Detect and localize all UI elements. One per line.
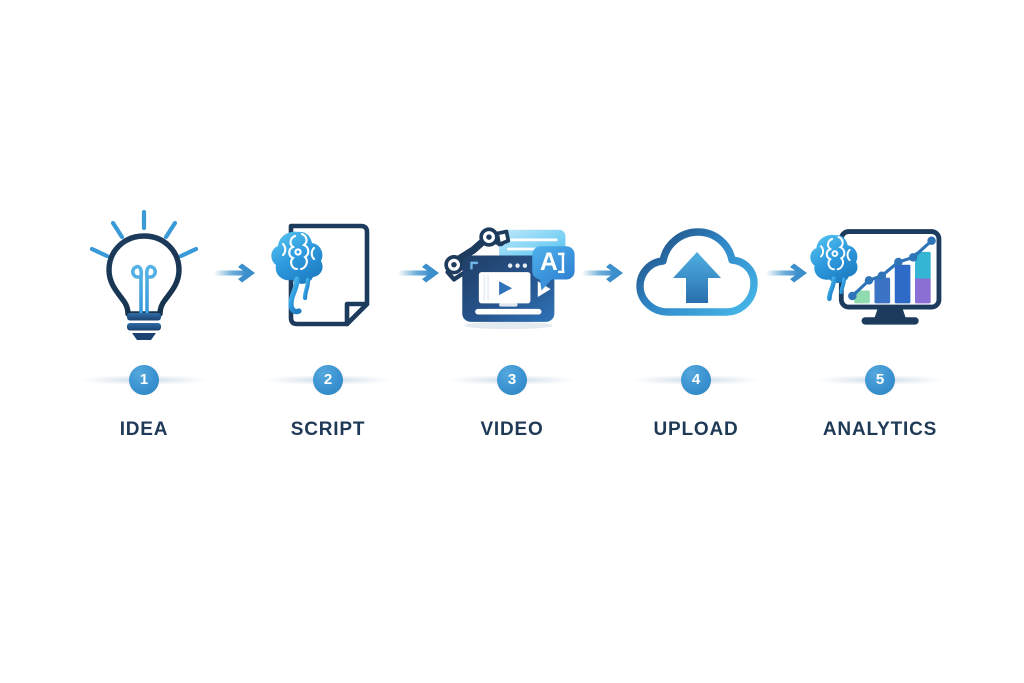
arrow-right-icon xyxy=(214,203,258,343)
step-video[interactable]: A 3 VIDEO xyxy=(442,203,582,441)
monitor-analytics-brain-icon xyxy=(810,203,950,343)
bar-3 xyxy=(894,264,911,303)
step-number-badge: 2 xyxy=(313,364,343,395)
flow-row: 1 IDEA xyxy=(74,203,950,441)
bar-1 xyxy=(854,290,870,303)
arrow-right-icon xyxy=(766,203,810,343)
arrow-right-icon xyxy=(582,203,626,343)
lightbulb-icon xyxy=(74,203,214,343)
bar-2 xyxy=(874,277,891,303)
step-number-badge: 3 xyxy=(497,364,527,395)
step-label-script: SCRIPT xyxy=(290,418,366,440)
step-label-idea: IDEA xyxy=(119,418,169,440)
step-badge-wrap: 2 xyxy=(258,357,398,403)
step-number-badge: 1 xyxy=(129,364,159,395)
cloud-upload-icon xyxy=(626,203,766,343)
bar-4 xyxy=(915,251,931,303)
document-brain-icon xyxy=(258,203,398,343)
step-badge-wrap: 4 xyxy=(626,357,766,403)
step-badge-wrap: 3 xyxy=(442,357,582,403)
step-label-video: VIDEO xyxy=(480,418,544,440)
video-player-ai-icon: A xyxy=(442,203,582,343)
step-idea[interactable]: 1 IDEA xyxy=(74,203,214,441)
step-label-upload: UPLOAD xyxy=(653,418,739,440)
step-badge-wrap: 5 xyxy=(810,357,950,403)
step-number-badge: 5 xyxy=(865,364,895,395)
step-upload[interactable]: 4 UPLOAD xyxy=(626,203,766,441)
step-label-analytics: ANALYTICS xyxy=(822,418,938,440)
ai-badge-text: A xyxy=(540,248,558,276)
step-badge-wrap: 1 xyxy=(74,357,214,403)
step-number-badge: 4 xyxy=(681,364,711,395)
step-script[interactable]: 2 SCRIPT xyxy=(258,203,398,441)
arrow-right-icon xyxy=(398,203,442,343)
step-analytics[interactable]: 5 ANALYTICS xyxy=(810,203,950,441)
